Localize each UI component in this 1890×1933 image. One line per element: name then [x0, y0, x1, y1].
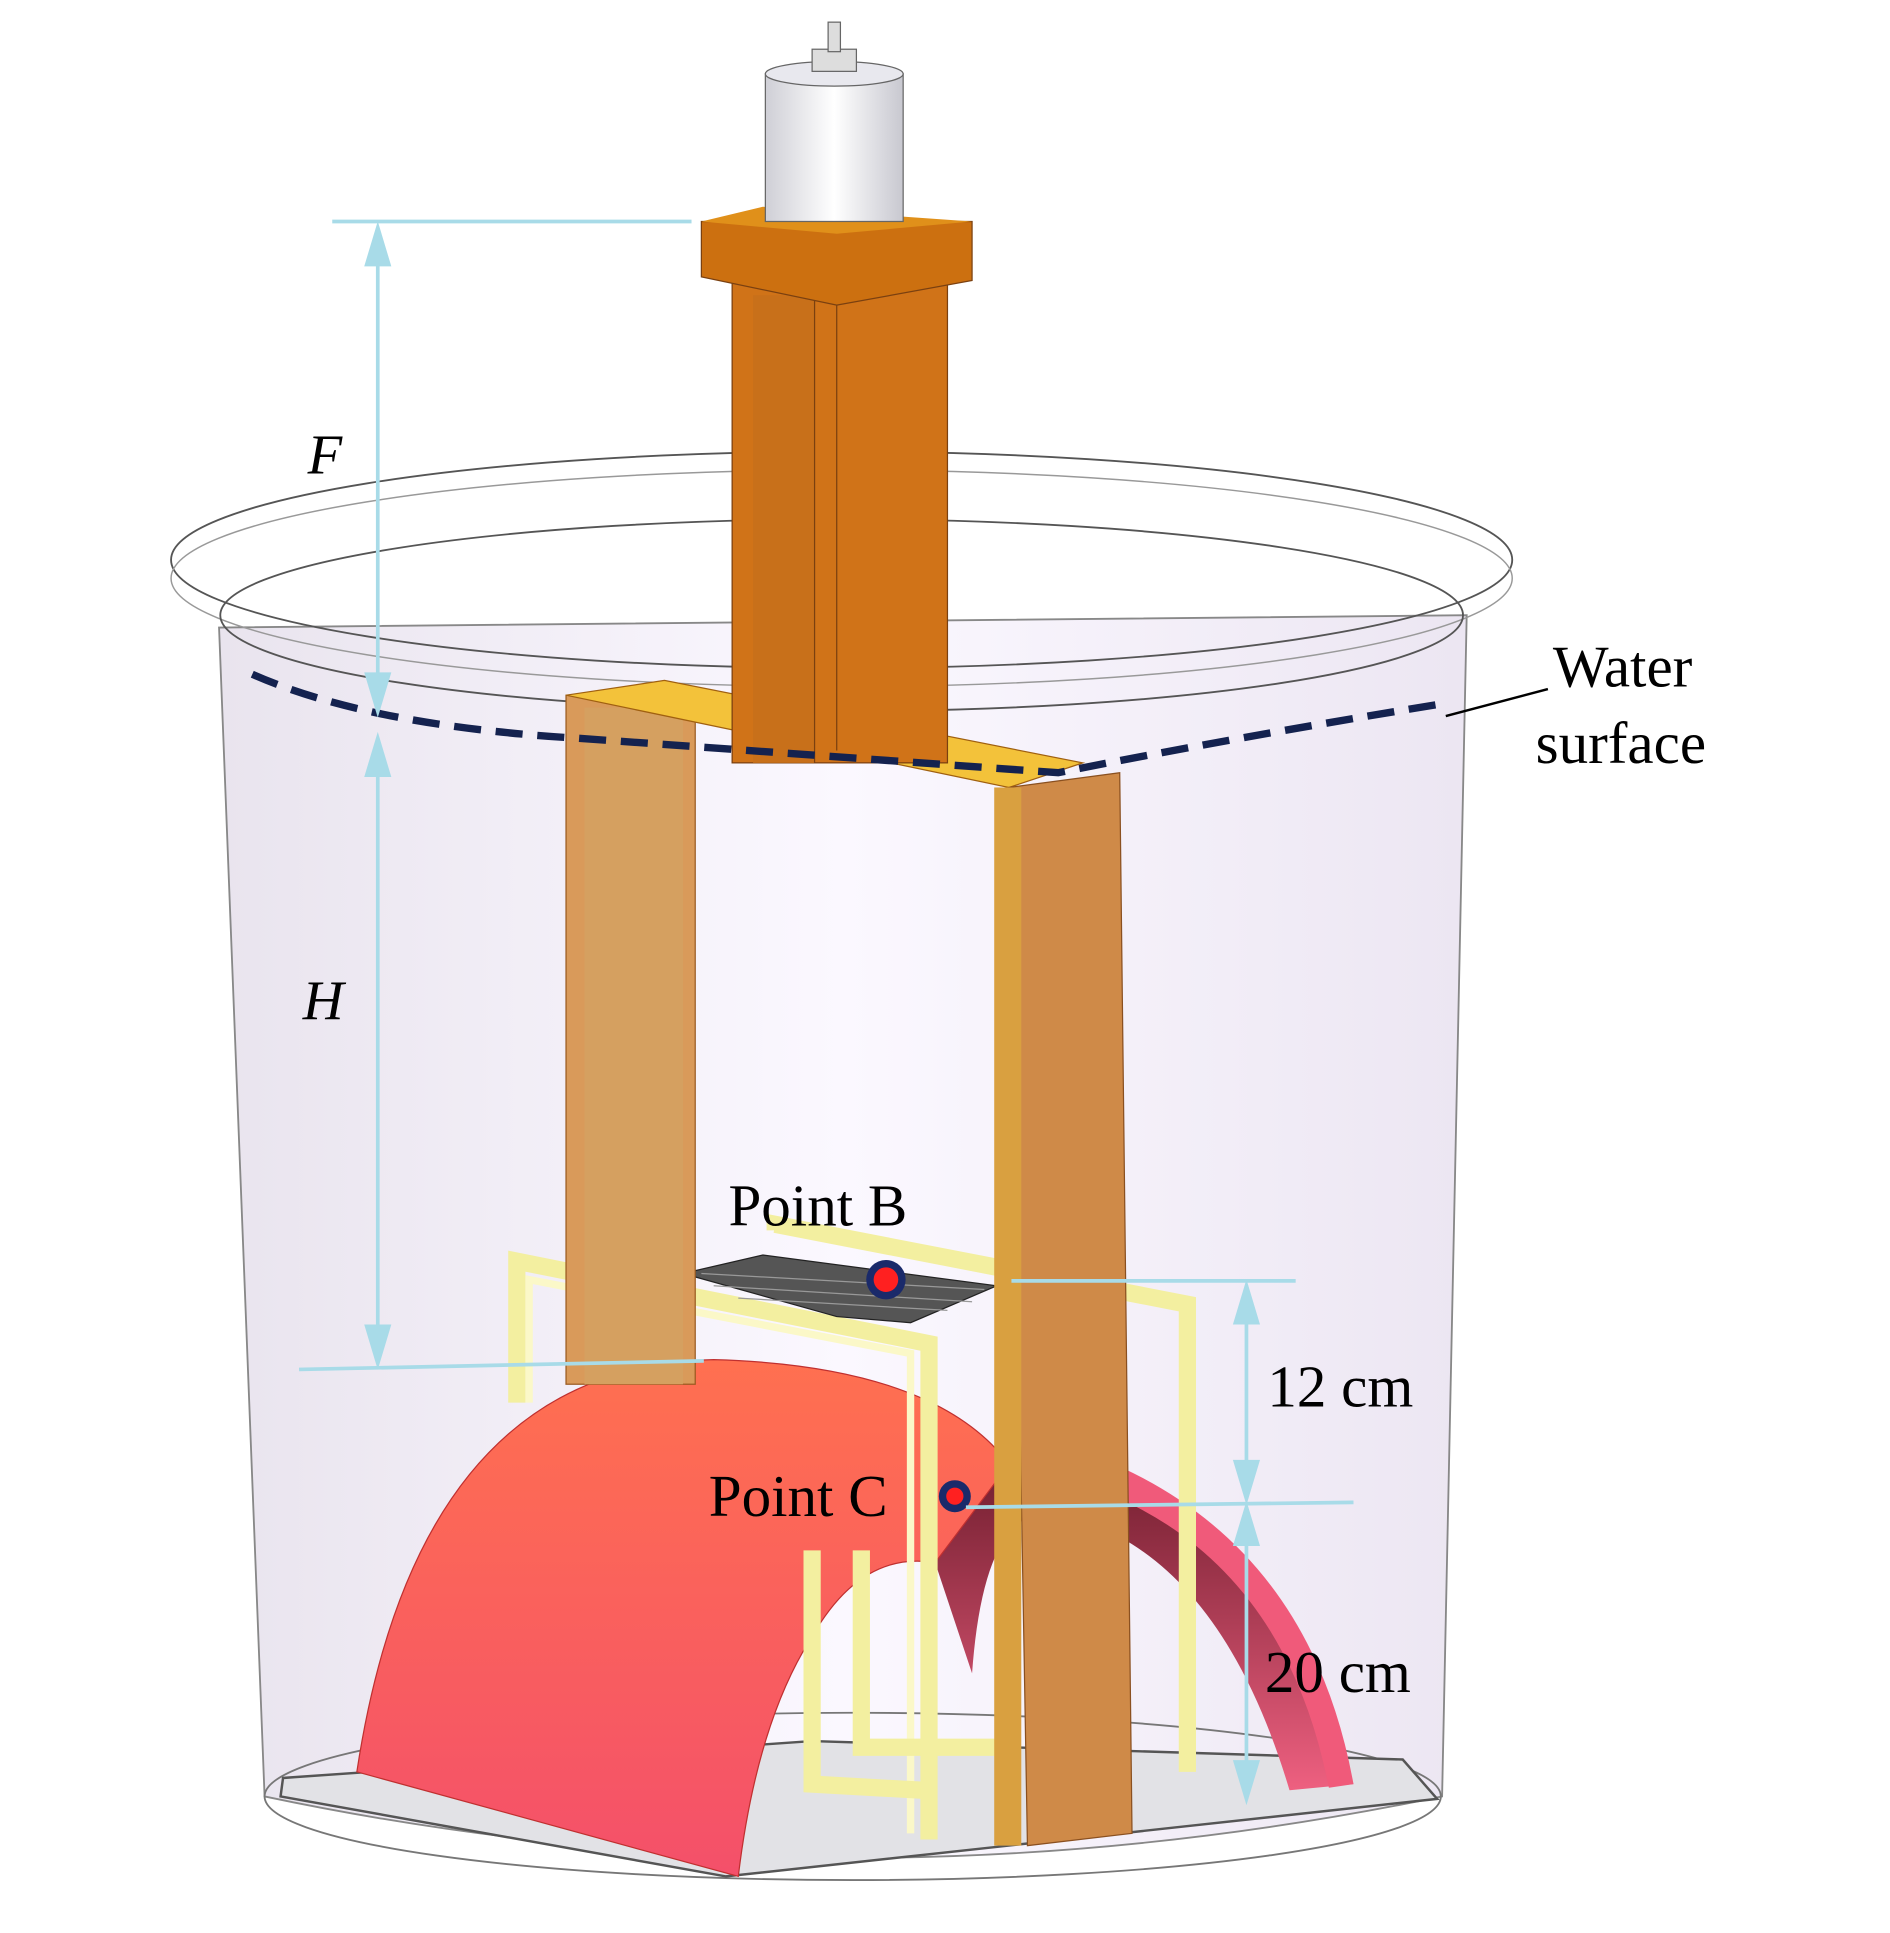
actuator-cylinder [764, 21, 904, 223]
label-water: Water [1553, 634, 1693, 700]
mesh-grid [701, 1272, 985, 1312]
label-12cm: 12 cm [1267, 1353, 1413, 1419]
dimension-lines [298, 219, 1354, 1806]
point-b-marker [866, 1259, 906, 1300]
label-point-c: Point C [709, 1463, 888, 1529]
label-20cm: 20 cm [1265, 1639, 1411, 1705]
label-h: H [302, 970, 347, 1032]
label-point-b: Point B [728, 1173, 907, 1239]
support-frame [508, 1213, 1197, 1840]
mesh-plate [682, 1254, 999, 1324]
water-surface-line [250, 670, 1443, 777]
tunnel-model [356, 1359, 1354, 1878]
loading-frame [565, 206, 1133, 1847]
water-surface-leader [1445, 687, 1549, 718]
label-f: F [307, 425, 344, 487]
label-surface: surface [1536, 710, 1706, 776]
point-c-marker [938, 1480, 971, 1513]
